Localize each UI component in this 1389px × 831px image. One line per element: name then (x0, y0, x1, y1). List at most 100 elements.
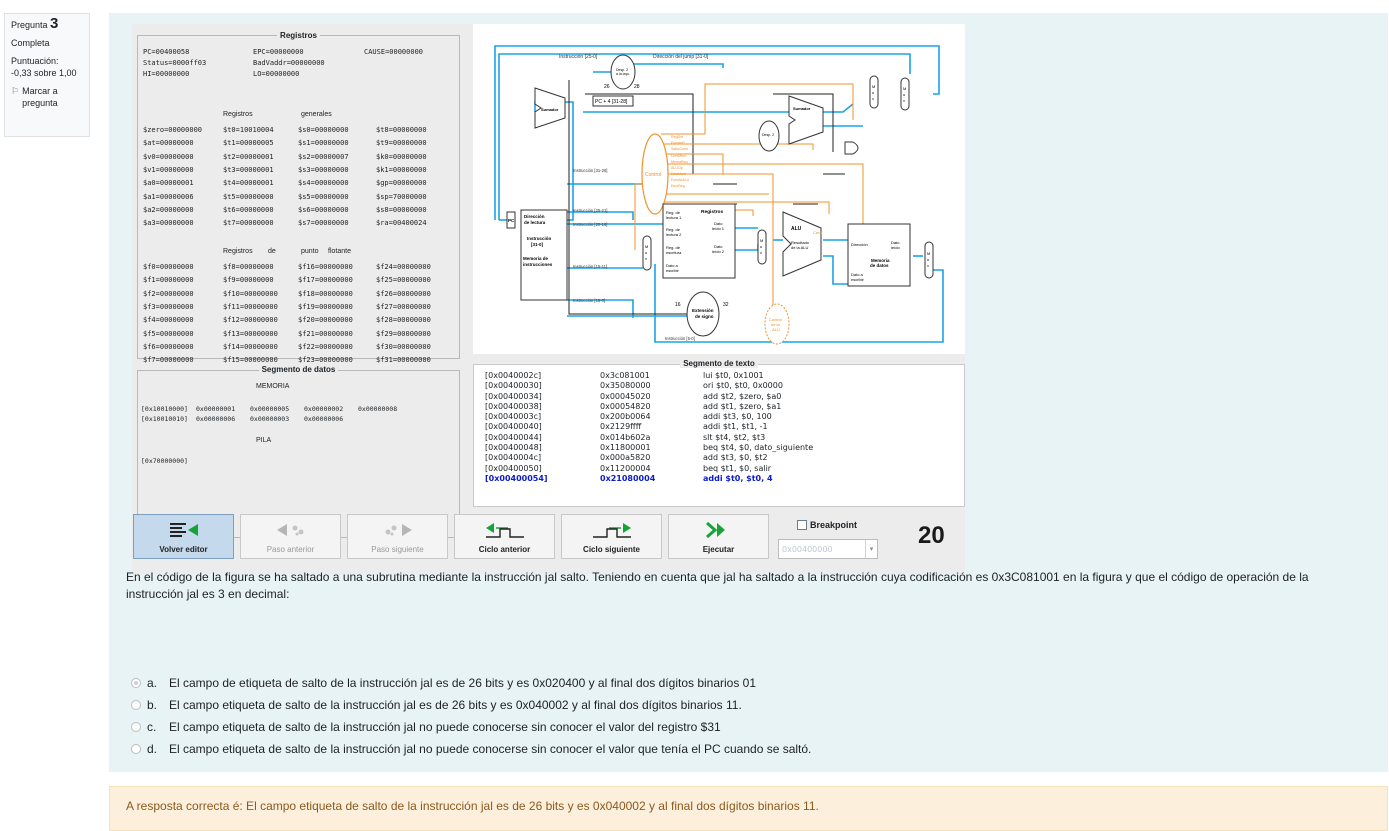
svg-text:Desp. 2: Desp. 2 (762, 133, 774, 137)
prev-cycle-icon (455, 515, 554, 545)
float-register-cell: $f28=00000000 (376, 316, 431, 325)
answer-letter: b. (147, 698, 158, 712)
svg-text:Registros: Registros (701, 209, 723, 215)
text-segment-src: addi $t1, $t1, -1 (703, 422, 768, 432)
memory-cell: 0x00000006 (196, 415, 236, 423)
svg-text:lectura 1: lectura 1 (666, 215, 682, 220)
editor-icon (134, 515, 233, 545)
register-file (662, 203, 736, 279)
svg-text:Sumador: Sumador (793, 106, 811, 111)
answer-letter: c. (147, 720, 157, 734)
svg-text:ALUOp: ALUOp (671, 166, 683, 170)
svg-text:SaltoCond: SaltoCond (671, 147, 688, 151)
question-number: Pregunta 3 (11, 15, 59, 32)
svg-text:de la: de la (771, 322, 780, 327)
answer-option[interactable]: d.El campo etiqueta de salto de la instr… (131, 738, 811, 760)
svg-text:de lectura: de lectura (524, 220, 546, 225)
float-register-cell: $f11=00000000 (223, 302, 278, 311)
registers-title: Registros (277, 31, 320, 40)
next-step-icon (348, 515, 447, 545)
answer-option[interactable]: a.El campo de etiqueta de salto de la in… (131, 672, 811, 694)
general-register-cell: $t9=00000000 (376, 139, 427, 148)
svg-text:x: x (927, 263, 929, 268)
text-segment-addr: [0x0040002c] (485, 371, 542, 380)
answer-radio[interactable] (131, 678, 141, 688)
svg-text:ALU: ALU (772, 327, 780, 332)
float-header-1: Registros (223, 248, 253, 255)
flag-question-link[interactable]: ⚐ Marcar a pregunta (11, 86, 58, 108)
run-button[interactable]: Ejecutar (668, 514, 769, 559)
general-register-cell: $s8=00000000 (376, 205, 427, 214)
svg-text:Memoria de: Memoria de (523, 256, 549, 261)
svg-text:Instrucción [5-0]: Instrucción [5-0] (665, 336, 695, 341)
text-segment-addr: [0x0040003c] (485, 412, 542, 422)
svg-text:leído 1: leído 1 (712, 226, 725, 231)
mux-alusrc (757, 229, 767, 265)
float-register-cell: $f12=00000000 (223, 316, 278, 325)
float-register-cell: $f0=00000000 (143, 263, 194, 271)
data-memory (847, 223, 911, 287)
jump-address-label: Dirección del jump [31-0] (653, 54, 709, 60)
float-register-cell: $f22=00000000 (298, 342, 353, 351)
next-cycle-button[interactable]: Ciclo siguiente (561, 514, 662, 559)
svg-text:Extensión: Extensión (692, 308, 714, 313)
prev-step-button[interactable]: Paso anterior (240, 514, 341, 559)
svg-text:EscrMem: EscrMem (671, 172, 686, 176)
answer-text: El campo etiqueta de salto de la instruc… (169, 720, 721, 734)
text-segment-addr: [0x00400040] (485, 422, 542, 432)
general-register-cell: $s0=00000000 (298, 126, 349, 134)
svg-text:26: 26 (604, 84, 610, 90)
text-segment-code: 0x200b0064 (600, 412, 651, 422)
memory-cell: 0x00000001 (196, 405, 236, 413)
general-register-cell: $t0=10010004 (223, 126, 274, 134)
float-register-cell: $f24=00000000 (376, 263, 431, 271)
general-register-cell: $s1=00000000 (298, 139, 349, 148)
float-register-cell: $f13=00000000 (223, 329, 278, 338)
memory-cell: [0x10010010] (141, 415, 188, 423)
svg-text:28: 28 (634, 84, 640, 90)
float-register-cell: $f14=00000000 (223, 342, 278, 351)
svg-text:Dato a: Dato a (666, 263, 679, 268)
float-register-cell: $f16=00000000 (298, 263, 353, 271)
general-register-cell: $s3=00000000 (298, 165, 349, 174)
svg-text:M: M (927, 251, 930, 256)
answer-radio[interactable] (131, 744, 141, 754)
mux-regdst (642, 235, 652, 271)
control-unit (641, 133, 669, 215)
chevron-down-icon[interactable]: ▾ (865, 540, 877, 558)
answer-option[interactable]: c. El campo etiqueta de salto de la instr… (131, 716, 811, 738)
answer-option[interactable]: b. El campo etiqueta de salto de la instr… (131, 694, 811, 716)
breakpoint-box[interactable] (797, 520, 807, 530)
next-step-button[interactable]: Paso siguiente (347, 514, 448, 559)
svg-text:a la izqu.: a la izqu. (616, 72, 630, 76)
text-segment-code: 0x00054820 (600, 401, 651, 411)
svg-text:leído: leído (891, 245, 900, 250)
text-segment-code: 0x35080000 (600, 381, 651, 391)
float-register-cell: $f21=00000000 (298, 329, 353, 338)
answer-radio[interactable] (131, 722, 141, 732)
text-segment-addr: [0x00400048] (485, 443, 542, 453)
float-register-cell: $f4=00000000 (143, 316, 194, 325)
general-register-cell: $sp=70000000 (376, 192, 427, 201)
svg-text:Dato a: Dato a (851, 272, 864, 277)
answer-text: El campo etiqueta de salto de la instruc… (169, 698, 742, 712)
breakpoint-address-select[interactable]: 0x00400000 ▾ (778, 539, 878, 559)
answer-radio[interactable] (131, 700, 141, 710)
prev-cycle-button[interactable]: Ciclo anterior (454, 514, 555, 559)
svg-text:escritura: escritura (666, 250, 682, 255)
simulator-screenshot: Registros PC=00400058 EPC=00000000 CAUSE… (132, 24, 965, 574)
mux-branch (869, 75, 879, 109)
breakpoint-checkbox[interactable]: Breakpoint (797, 520, 857, 530)
svg-text:Reg. de: Reg. de (666, 245, 681, 250)
svg-text:[31-0]: [31-0] (531, 242, 544, 247)
float-register-cell: $f27=00000000 (376, 302, 431, 311)
back-to-editor-button[interactable]: Volver editor (133, 514, 234, 559)
svg-text:leído 2: leído 2 (712, 249, 725, 254)
shift-left-2-jump (610, 54, 636, 90)
general-register-cell: $k1=00000000 (376, 165, 427, 174)
